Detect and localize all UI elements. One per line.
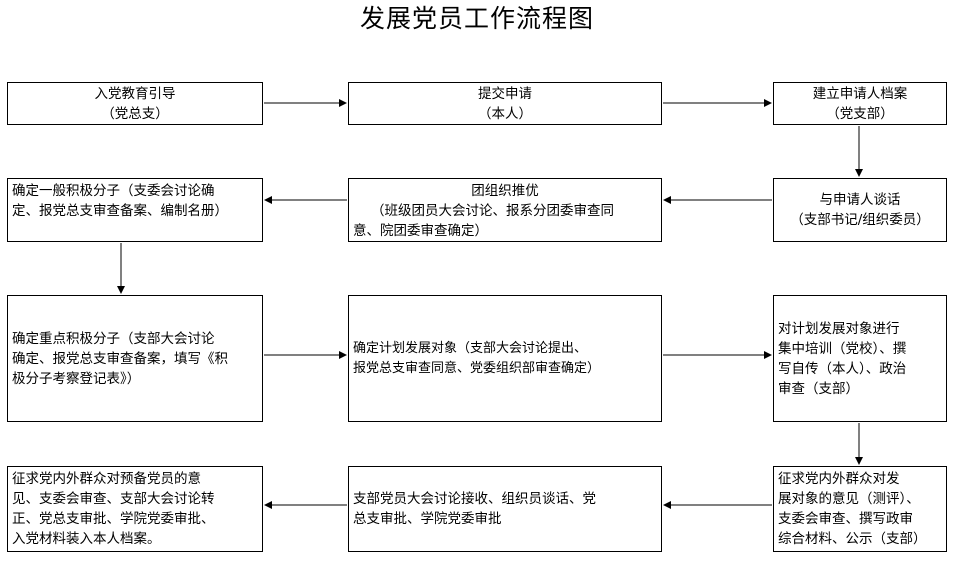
- node-text-line: 入党教育引导: [94, 85, 176, 102]
- node-text-line: 确定计划发展对象（支部大会讨论提出、: [353, 340, 588, 356]
- node-text-line: 确定、报党总支审查备案，填写《积: [12, 350, 228, 367]
- node-text-line: 入党材料装入本人档案。: [12, 531, 161, 547]
- node-text-line: 确定一般积极分子（支委会讨论确: [12, 183, 215, 199]
- node-text-line: （支部书记/组织委员）: [790, 212, 930, 228]
- node-text-line: 定、报党总支审查备案、编制名册）: [12, 203, 228, 219]
- node-probationary-conversion: 征求党内外群众对预备党员的意 见、支委会审查、支部大会讨论转 正、党总支审批、学…: [7, 466, 263, 552]
- node-text-line: 总支审批、学院党委审批: [353, 511, 502, 527]
- node-text-line: 征求党内外群众对预备党员的意: [12, 471, 201, 487]
- node-key-activist: 确定重点积极分子（支部大会讨论 确定、报党总支审查备案，填写《积 极分子考察登记…: [7, 295, 263, 422]
- node-text-line: 与申请人谈话: [819, 192, 901, 208]
- node-text-line: 审查（支部）: [778, 380, 859, 397]
- node-admission-approval: 支部党员大会讨论接收、组织员谈话、党 总支审批、学院党委审批: [348, 466, 662, 552]
- node-text-line: 报党总支审查同意、党委组织部审查确定）: [353, 360, 601, 376]
- node-text-line: 见、支委会审查、支部大会讨论转: [12, 491, 215, 507]
- node-text-line: 提交申请: [478, 85, 532, 102]
- node-text-line: （本人）: [478, 105, 532, 122]
- node-text-line: 对计划发展对象进行: [778, 320, 900, 337]
- node-text-line: 集中培训（党校）、撰: [778, 340, 907, 357]
- node-opinion-publicity: 征求党内外群众对发 展对象的意见（测评）、 支委会审查、撰写政审 综合材料、公示…: [773, 466, 947, 552]
- node-text-line: 展对象的意见（测评）、: [778, 491, 920, 507]
- node-text-line: 支部党员大会讨论接收、组织员谈话、党: [353, 491, 596, 507]
- node-text-line: 征求党内外群众对发: [778, 471, 900, 487]
- node-applicant-file: 建立申请人档案 （党支部）: [773, 82, 947, 125]
- node-text-line: 确定重点积极分子（支部大会讨论: [12, 330, 215, 347]
- node-text-line: 意、院团委审查确定）: [353, 223, 488, 239]
- node-league-recommendation: 团组织推优 （班级团员大会讨论、报系分团委审查同 意、院团委审查确定）: [348, 178, 662, 242]
- node-text-line: 综合材料、公示（支部）: [778, 531, 927, 547]
- node-text-line: 团组织推优: [471, 183, 539, 199]
- node-text-line: （党支部）: [826, 105, 894, 122]
- node-text-line: （班级团员大会讨论、报系分团委审查同: [371, 203, 614, 219]
- node-text-line: （党总支）: [101, 105, 169, 122]
- node-submit-application: 提交申请 （本人）: [348, 82, 662, 125]
- node-development-target: 确定计划发展对象（支部大会讨论提出、 报党总支审查同意、党委组织部审查确定）: [348, 295, 662, 422]
- node-party-education: 入党教育引导 （党总支）: [7, 82, 263, 125]
- page-title: 发展党员工作流程图: [359, 4, 594, 33]
- node-applicant-talk: 与申请人谈话 （支部书记/组织委员）: [773, 178, 947, 242]
- node-general-activist: 确定一般积极分子（支委会讨论确 定、报党总支审查备案、编制名册）: [7, 178, 263, 242]
- node-text-line: 支委会审查、撰写政审: [778, 511, 913, 527]
- node-text-line: 正、党总支审批、学院党委审批、: [12, 511, 215, 527]
- node-text-line: 写自传（本人）、政治: [778, 360, 907, 377]
- node-text-line: 建立申请人档案: [812, 85, 908, 102]
- node-text-line: 极分子考察登记表》）: [12, 370, 141, 387]
- node-training-review: 对计划发展对象进行 集中培训（党校）、撰 写自传（本人）、政治 审查（支部）: [773, 295, 947, 422]
